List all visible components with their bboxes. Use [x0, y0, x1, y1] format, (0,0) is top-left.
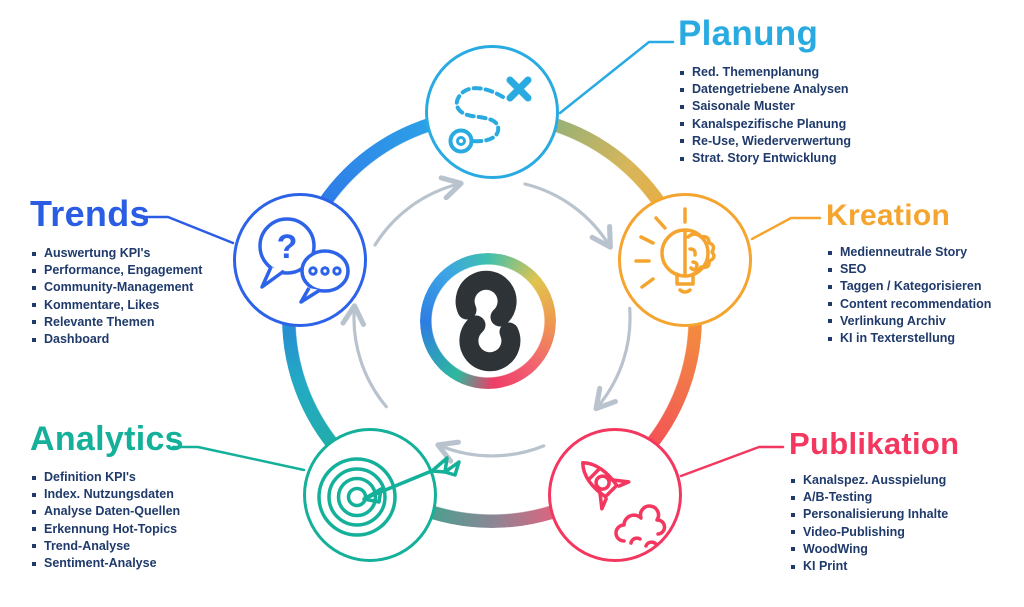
bullet-square [828, 336, 832, 341]
bulb-brain-icon [634, 207, 716, 294]
list-item: Dashboard [32, 331, 202, 348]
s-logo [455, 270, 521, 372]
list-item: Community-Management [32, 279, 202, 296]
bullet-square [791, 495, 795, 500]
list-item: Video-Publishing [791, 524, 959, 541]
trends-connector [141, 215, 235, 245]
route-x-icon [448, 76, 532, 154]
target-arrow-icon [317, 456, 461, 537]
bullet-square [828, 285, 832, 289]
bullet-square [32, 544, 36, 549]
list-item: Erkennung Hot-Topics [32, 521, 184, 538]
list-item: Content recommendation [828, 296, 991, 313]
bullet-square [32, 475, 36, 480]
svg-text:?: ? [277, 228, 298, 266]
list-item: WoodWing [791, 541, 959, 558]
kreation-title: Kreation [826, 199, 951, 232]
analytics-title: Analytics [30, 420, 184, 458]
analytics-connector [171, 445, 306, 472]
bullet-square [32, 561, 36, 566]
label-connectors [141, 40, 822, 478]
kreation-connector [750, 216, 822, 241]
planung-title: Planung [678, 14, 819, 53]
list-item: Definition KPI's [32, 469, 184, 486]
publikation-node [548, 428, 682, 562]
arrow-kreation-to-publikation [593, 306, 632, 412]
bullet-square [680, 70, 684, 75]
bullet-square [828, 267, 832, 272]
list-item: Kommentare, Likes [32, 297, 202, 314]
planung-node [425, 45, 559, 179]
bullet-square [791, 530, 795, 535]
list-item: Performance, Engagement [32, 262, 202, 279]
list-item: Strat. Story Entwicklung [680, 150, 851, 167]
publikation-title: Publikation [789, 426, 960, 461]
chat-bubbles-icon: ? [258, 217, 350, 304]
bullet-square [791, 478, 795, 483]
list-item: Datengetriebene Analysen [680, 81, 851, 98]
bullet-square [32, 337, 36, 342]
list-item: Saisonale Muster [680, 98, 851, 115]
list-item: A/B-Testing [791, 489, 959, 506]
list-item: KI Print [791, 558, 959, 575]
arrow-analytics-to-trends [340, 303, 388, 409]
list-item: Medienneutrale Story [828, 244, 991, 261]
arrow-planung-to-kreation [523, 182, 613, 250]
cycle-arrows [340, 175, 632, 464]
bullet-square [680, 122, 684, 127]
bullet-square [32, 286, 36, 290]
bullet-square [32, 492, 36, 497]
planung-connector [558, 40, 675, 115]
bullet-square [791, 564, 795, 569]
list-item: Kanalspezifische Planung [680, 116, 851, 133]
arrow-trends-to-planung [373, 175, 464, 247]
list-item: Relevante Themen [32, 314, 202, 331]
rocket-icon [581, 461, 667, 548]
list-item: Index. Nutzungsdaten [32, 486, 184, 503]
bullet-square [32, 320, 36, 325]
list-item: SEO [828, 261, 991, 278]
list-item: Kanalspez. Ausspielung [791, 472, 959, 489]
bullet-square [680, 156, 684, 161]
arrow-publikation-to-analytics [435, 439, 546, 464]
bullet-square [791, 513, 795, 517]
list-item: Taggen / Kategorisieren [828, 278, 991, 295]
bullet-square [32, 527, 36, 532]
list-item: Personalisierung Inhalte [791, 506, 959, 523]
bullet-square [828, 250, 832, 255]
list-item: Verlinkung Archiv [828, 313, 991, 330]
bullet-square [680, 87, 684, 92]
bullet-square [680, 139, 684, 144]
bullet-square [791, 547, 795, 552]
list-item: Trend-Analyse [32, 538, 184, 555]
list-item: Red. Themenplanung [680, 64, 851, 81]
publikation-connector [679, 445, 785, 478]
list-item: Sentiment-Analyse [32, 555, 184, 572]
list-item: Re-Use, Wiederverwertung [680, 133, 851, 150]
list-item: Auswertung KPI's [32, 245, 202, 262]
list-item: KI in Texterstellung [828, 330, 991, 347]
bullet-square [828, 302, 832, 307]
bullet-square [680, 105, 684, 109]
bullet-square [32, 510, 36, 514]
bullet-square [828, 319, 832, 324]
bullet-square [32, 303, 36, 308]
list-item: Analyse Daten-Quellen [32, 503, 184, 520]
bullet-square [32, 268, 36, 273]
bullet-square [32, 251, 36, 256]
trends-title: Trends [30, 193, 150, 234]
